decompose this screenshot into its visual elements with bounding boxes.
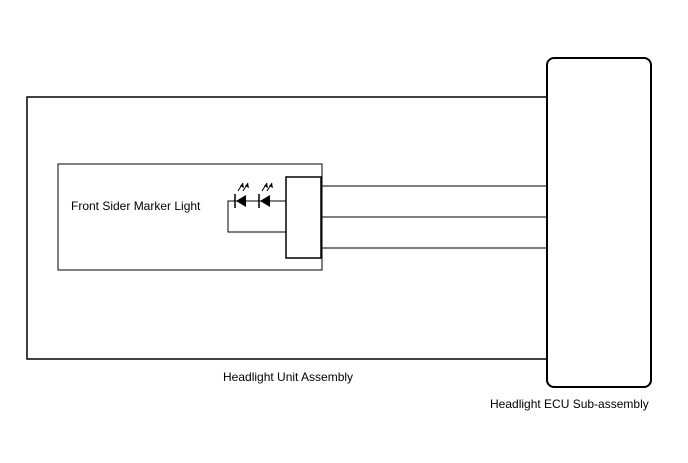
led-1-icon (234, 182, 249, 208)
led-circuit (227, 200, 286, 233)
connector (285, 176, 322, 259)
ecu-label: Headlight ECU Sub-assembly (490, 397, 649, 411)
ecu-box (546, 57, 652, 388)
marker-light-box (57, 163, 323, 271)
led-return-wire (227, 200, 286, 233)
wires (321, 185, 547, 249)
led-2-icon (258, 182, 273, 208)
headlight-unit-label: Headlight Unit Assembly (223, 370, 353, 384)
marker-light-label: Front Sider Marker Light (71, 199, 201, 213)
